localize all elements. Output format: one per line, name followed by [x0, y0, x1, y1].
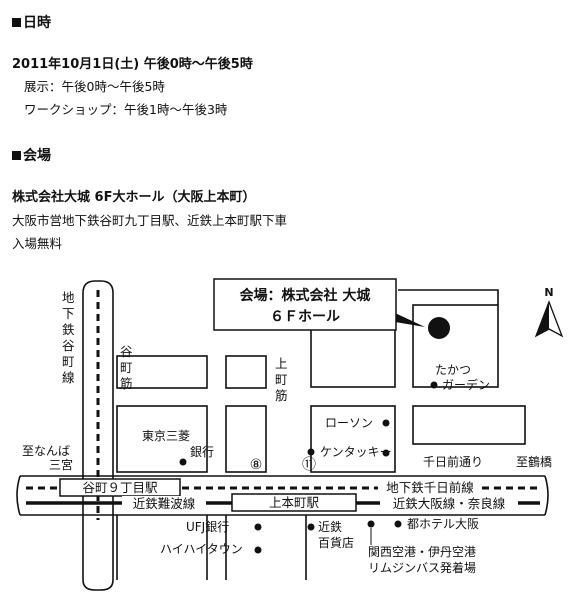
- kintetsu-dept-label-2: 百貨店: [318, 535, 354, 550]
- tokyo-mitsubishi-label-2: 銀行: [190, 445, 214, 459]
- uehonmachi-station-box: [231, 493, 357, 512]
- block: [225, 355, 267, 389]
- kintetsu-namba-line-label: 近鉄難波線: [133, 496, 196, 511]
- datetime-heading-text: 日時: [23, 15, 51, 31]
- workshop-time: ワークショップ：午後1時～午後3時: [24, 102, 228, 117]
- kentucky-label: ケンタッキー: [320, 445, 392, 459]
- callout-line2: ６Ｆホール: [270, 309, 340, 325]
- airport-bus-label-1: 関西空港・伊丹空港: [368, 545, 476, 559]
- label-bg: [122, 496, 206, 511]
- kintetsu-osaka-line-label: 近鉄大阪線・奈良線: [393, 496, 506, 511]
- venue-marker: [428, 317, 450, 339]
- block: [310, 328, 396, 388]
- block: [116, 355, 208, 389]
- tanimachi-street-vertical-label: 谷町筋: [120, 344, 133, 391]
- block: [310, 405, 396, 473]
- miyako-hotel-label: 都ホテル大阪: [407, 517, 479, 531]
- block: [412, 304, 499, 388]
- tanimachi9-station-box: [59, 478, 181, 497]
- landmark-dot: [307, 448, 315, 456]
- kintetsu-dept-label-1: 近鉄: [318, 519, 342, 534]
- landmark-dot: [382, 449, 390, 457]
- tanimachi-vertical-road: [82, 280, 114, 591]
- venue-name: 株式会社大城 6F大ホール（大阪上本町）: [12, 190, 256, 205]
- landmark-dot: [307, 523, 315, 531]
- lawson-label: ローソン: [325, 416, 373, 430]
- sennichimae-road: [20, 475, 545, 516]
- route8-badge: ⑧: [250, 457, 263, 473]
- landmark-dot: [430, 381, 438, 389]
- map-streets: [16, 280, 549, 591]
- tsuruhashi-label: 至鶴橋: [516, 454, 552, 469]
- landmark-dot: [382, 419, 390, 427]
- upper-street: [398, 289, 499, 305]
- road-end-left: [16, 475, 21, 516]
- takatsu-label-1: たかつ: [435, 363, 471, 377]
- callout-line1: 会場：株式会社 大城: [240, 287, 371, 304]
- access-info: 大阪市営地下鉄谷町九丁目駅、近鉄上本町駅下車: [12, 213, 288, 228]
- bullet-square-icon: [12, 18, 21, 27]
- road-end-right: [544, 475, 549, 516]
- callout-pointer: [395, 313, 425, 327]
- block: [412, 405, 526, 445]
- exhibit-time: 展示：午後0時～午後5時: [24, 79, 165, 94]
- tanimachi9-station-label: 谷町９丁目駅: [82, 480, 158, 495]
- landmark-dot: [254, 523, 262, 531]
- takatsu-label-2: ガーデン: [442, 377, 490, 392]
- tokyo-mitsubishi-label-1: 東京三菱: [142, 429, 190, 443]
- admission-fee: 入場無料: [12, 236, 63, 251]
- landmark-dot: [179, 458, 187, 466]
- datetime-main: 2011年10月1日(土) 午後0時～午後5時: [12, 57, 253, 72]
- uehonmachi-street-vertical-label: 上町筋: [275, 356, 288, 403]
- north-label: N: [544, 286, 553, 299]
- label-bg: [380, 496, 518, 511]
- subway-tanimachi-vertical-label: 地下鉄谷町線: [62, 290, 75, 385]
- venue-callout-box: [213, 278, 397, 331]
- block: [116, 405, 208, 473]
- north-arrow-fill: [536, 302, 549, 336]
- airport-bus-label-2: リムジンバス発着場: [368, 560, 476, 575]
- bullet-square-icon: [12, 151, 21, 160]
- landmark-dot: [254, 546, 262, 554]
- landmark-dot: [367, 520, 375, 528]
- label-bg: [378, 480, 482, 495]
- namba-label: 至なんば: [22, 444, 70, 458]
- ufj-label: UFJ銀行: [186, 520, 229, 534]
- sennichimae-line-label: 地下鉄千日前線: [386, 480, 474, 495]
- block: [225, 405, 267, 473]
- sennichimae-dori-label: 千日前通り: [423, 454, 483, 469]
- datetime-heading: 日時: [12, 12, 51, 32]
- sannomiya-label: 三宮: [49, 457, 73, 472]
- lower-streets: [116, 515, 307, 580]
- hihitown-label: ハイハイタウン: [160, 542, 243, 556]
- uehonmachi-station-label: 上本町駅: [269, 495, 320, 510]
- venue-heading: 会場: [12, 145, 51, 165]
- route11-badge: ⑪: [302, 457, 316, 473]
- landmark-dot: [394, 520, 402, 528]
- venue-heading-text: 会場: [23, 148, 51, 164]
